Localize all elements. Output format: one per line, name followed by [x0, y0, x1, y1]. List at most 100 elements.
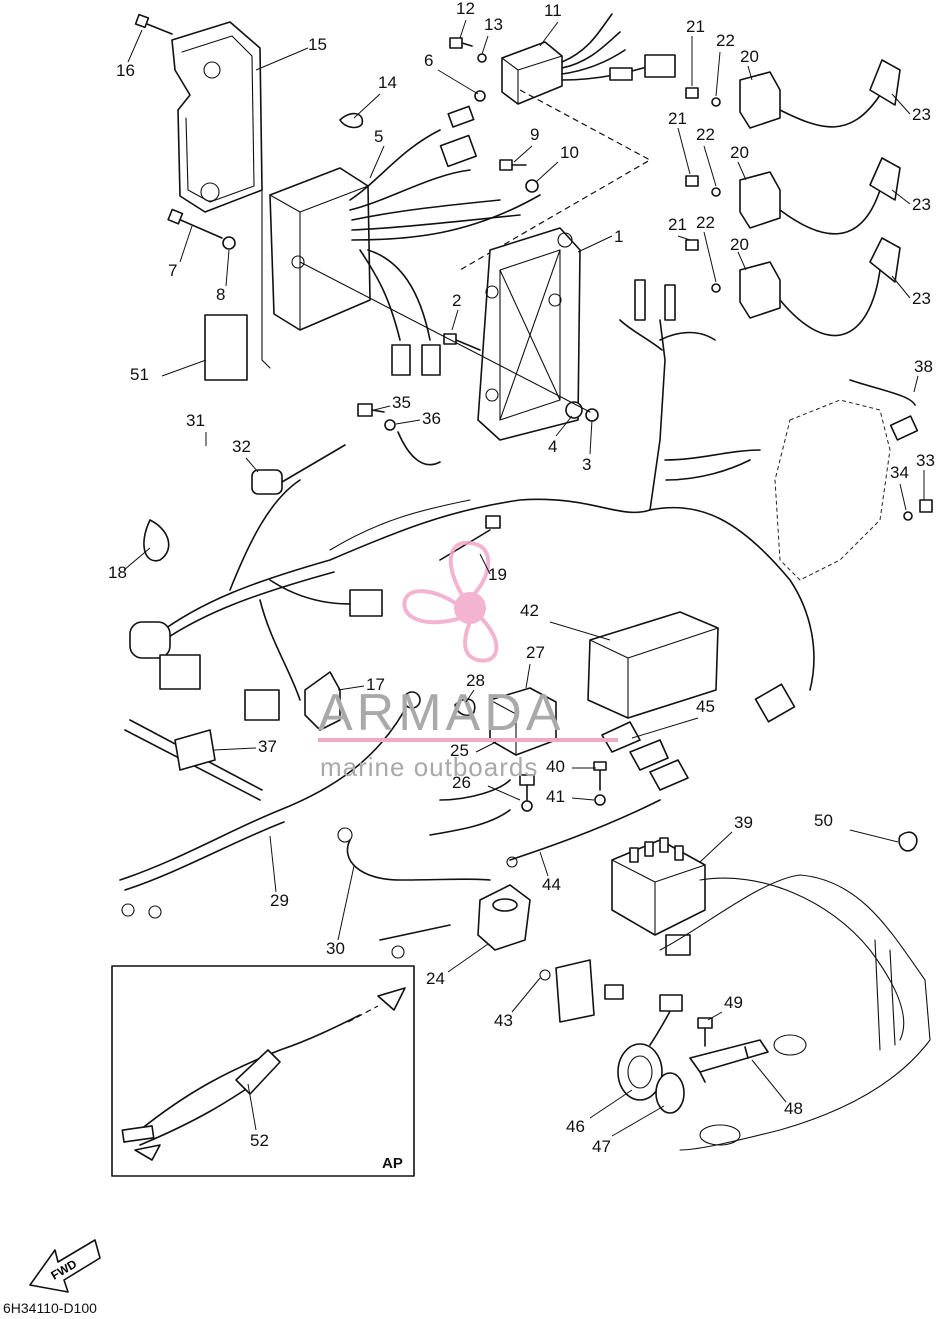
part-number-label: 30 — [326, 939, 345, 958]
part-number-label: 16 — [116, 61, 135, 80]
part-number-label: 26 — [452, 773, 471, 792]
leader-line — [447, 943, 489, 973]
watermark-tagline: marine outboards — [320, 752, 538, 782]
lower-cowling — [659, 874, 931, 1151]
washer-part-41 — [594, 794, 606, 806]
screw-part-6 — [474, 90, 486, 102]
part-number-label: 40 — [546, 757, 565, 776]
part-number-label: 7 — [168, 261, 177, 280]
leader-line — [751, 1059, 787, 1103]
leader-line — [511, 977, 541, 1013]
relay-block-part-39 — [611, 837, 706, 956]
leader-line — [513, 145, 533, 163]
leader-line — [589, 1089, 633, 1119]
part-number-label: 17 — [366, 675, 385, 694]
rectifier-part-11 — [501, 13, 676, 105]
washer-part-4 — [565, 401, 583, 419]
leader-line — [535, 161, 559, 183]
part-number-label: 3 — [582, 455, 591, 474]
screw-part-26 — [519, 774, 535, 812]
part-number-label: 41 — [546, 787, 565, 806]
leader-line — [577, 235, 613, 253]
leader-line — [677, 235, 691, 241]
harness-part-31 — [129, 279, 815, 723]
leader-line — [913, 375, 919, 393]
part-number-label: 8 — [216, 285, 225, 304]
leader-line — [479, 553, 491, 575]
leader-line — [631, 717, 699, 739]
leader-line — [459, 19, 467, 39]
bolt-part-7 — [167, 208, 223, 239]
leader-line — [891, 93, 911, 115]
leader-line — [589, 419, 593, 455]
grommet-part-47 — [655, 1072, 685, 1114]
part-number-label: 2 — [452, 291, 461, 310]
leader-line — [213, 747, 257, 751]
screws-part-21 — [685, 87, 699, 251]
part-number-label: 33 — [916, 451, 935, 470]
connector-small — [604, 984, 624, 1000]
leader-line — [539, 21, 559, 47]
part-number-label: 34 — [890, 463, 909, 482]
leader-line — [161, 359, 207, 377]
bracket-part-1 — [477, 227, 581, 441]
leader-line — [677, 127, 691, 175]
part-number-label: 39 — [734, 813, 753, 832]
leader-line — [247, 1083, 257, 1131]
leader-line — [373, 405, 391, 411]
inset-label: AP — [382, 1155, 403, 1172]
leader-line — [255, 47, 309, 71]
inset-ap: AP — [111, 965, 415, 1177]
leader-line — [127, 29, 143, 63]
part-number-label: 22 — [696, 213, 715, 232]
leader-line — [571, 797, 595, 801]
leader-line — [179, 225, 193, 263]
part-number-label: 51 — [130, 365, 149, 384]
part-number-label: 28 — [466, 671, 485, 690]
leader-line — [699, 831, 733, 863]
part-number-label: 37 — [258, 737, 277, 756]
leader-line — [849, 829, 899, 843]
leader-line — [123, 547, 151, 571]
leader-line — [337, 685, 365, 691]
fuse-holders-part-45 — [601, 721, 689, 791]
part-number-label: 21 — [686, 17, 705, 36]
part-number-label: 52 — [250, 1131, 269, 1150]
part-number-label: 29 — [270, 891, 289, 910]
leader-line — [707, 1011, 723, 1021]
part-number-label: 12 — [456, 0, 475, 18]
part-number-label: 23 — [912, 105, 931, 124]
leader-line — [437, 69, 479, 95]
part-number-label: 31 — [186, 411, 205, 430]
part-number-label: 23 — [912, 195, 931, 214]
cable-part-29 — [119, 691, 421, 919]
part-number-label: 46 — [566, 1117, 585, 1136]
leader-line — [555, 415, 573, 437]
part-number-label: 20 — [740, 47, 759, 66]
washer-part-10 — [525, 179, 539, 193]
watermark-logo — [402, 540, 499, 663]
ignition-coils — [739, 59, 901, 337]
part-number-label: 14 — [378, 73, 397, 92]
watermark-brand: ARMADA — [318, 684, 564, 742]
part-number-label: 15 — [308, 35, 327, 54]
connector-part-32 — [251, 444, 346, 495]
leader-line — [369, 145, 385, 179]
leader-line — [737, 251, 747, 271]
fwd-arrow-badge: FWD — [29, 1239, 101, 1293]
screw-part-35 — [357, 403, 385, 417]
part-number-label: 49 — [724, 993, 743, 1012]
leader-line — [395, 419, 421, 425]
cable-part-30 — [337, 827, 491, 959]
leader-line — [481, 35, 489, 55]
part-number-label: 42 — [520, 601, 539, 620]
washer-part-8 — [222, 236, 236, 250]
cover-part-42 — [587, 611, 719, 719]
clamp-part-18 — [143, 519, 170, 562]
leader-line — [475, 741, 497, 753]
cover-part-15 — [171, 21, 263, 213]
leader-line — [715, 51, 721, 97]
part-number-label: 38 — [914, 357, 933, 376]
